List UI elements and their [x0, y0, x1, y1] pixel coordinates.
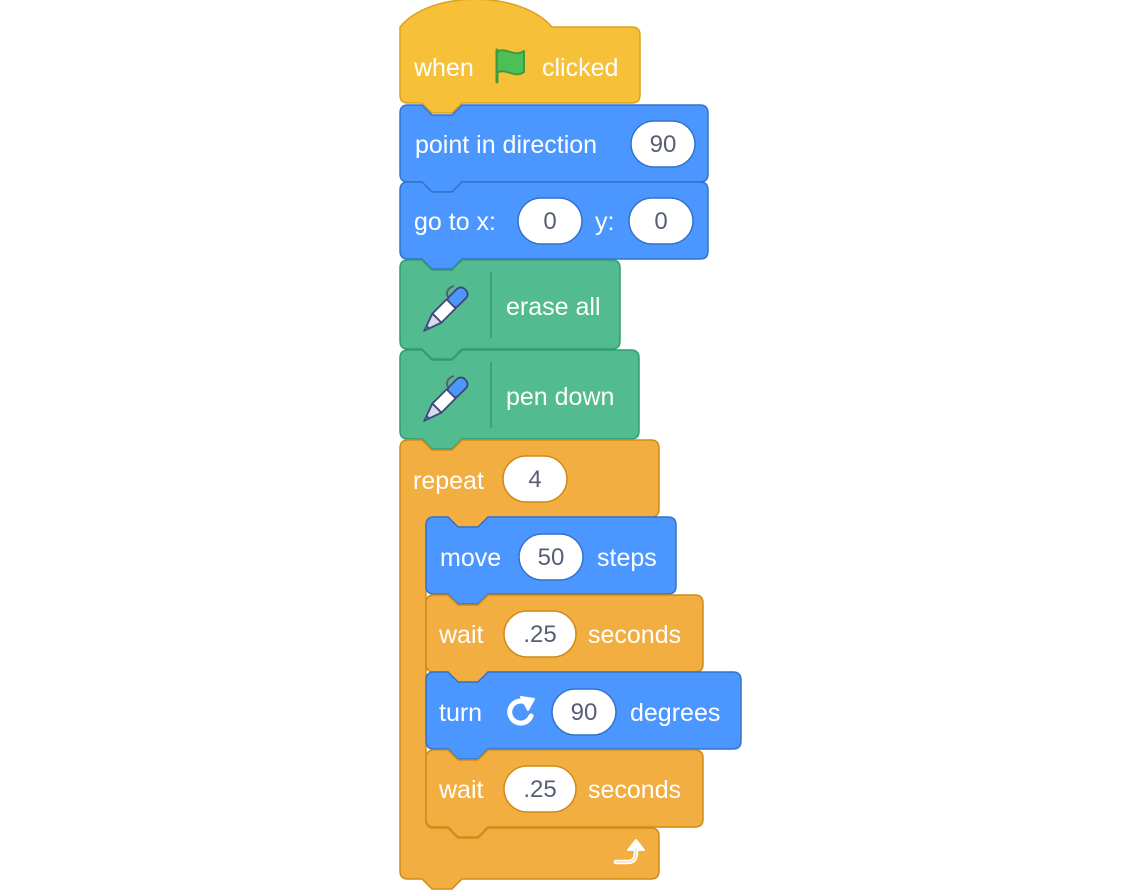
hat-when-label: when: [413, 54, 474, 82]
wait-label: wait: [438, 621, 484, 649]
point-direction-label: point in direction: [415, 131, 597, 159]
point-in-direction-block[interactable]: point in direction 90: [399, 104, 709, 193]
repeat-block[interactable]: repeat 4: [399, 439, 660, 890]
seconds-label: seconds: [588, 621, 681, 649]
move-label: move: [440, 544, 501, 572]
wait-seconds-input[interactable]: .25: [503, 765, 577, 813]
y-input[interactable]: 0: [628, 197, 694, 245]
move-steps-value: 50: [538, 544, 565, 571]
hat-clicked-label: clicked: [542, 54, 618, 82]
wait-seconds-value: .25: [523, 621, 556, 648]
wait-seconds-block-2[interactable]: wait .25 seconds: [425, 749, 704, 838]
go-to-xy-block[interactable]: go to x: 0 y: 0: [399, 181, 709, 270]
x-input[interactable]: 0: [517, 197, 583, 245]
move-steps-input[interactable]: 50: [518, 533, 584, 581]
wait-seconds-block-1[interactable]: wait .25 seconds: [425, 594, 704, 683]
wait-label: wait: [438, 776, 484, 804]
erase-all-block[interactable]: erase all: [399, 259, 621, 360]
hat-block-when-flag-clicked[interactable]: when clicked: [399, 0, 641, 114]
repeat-count-input[interactable]: 4: [502, 455, 568, 503]
direction-value: 90: [650, 131, 677, 158]
turn-degrees-block[interactable]: turn 90 degrees: [425, 671, 742, 760]
rotate-clockwise-icon: [507, 696, 535, 726]
y-label: y:: [595, 208, 614, 236]
turn-label: turn: [439, 699, 482, 727]
turn-degrees-input[interactable]: 90: [551, 688, 617, 736]
degrees-label: degrees: [630, 699, 720, 727]
pen-down-label: pen down: [506, 383, 614, 411]
repeat-count-value: 4: [528, 466, 541, 493]
wait-seconds-input[interactable]: .25: [503, 610, 577, 658]
turn-degrees-value: 90: [571, 699, 598, 726]
x-value: 0: [543, 208, 556, 235]
repeat-label: repeat: [413, 467, 484, 495]
move-steps-block[interactable]: move 50 steps: [425, 516, 677, 605]
erase-all-label: erase all: [506, 293, 601, 321]
loop-arrow-icon: [613, 839, 645, 865]
seconds-label: seconds: [588, 776, 681, 804]
steps-label: steps: [597, 544, 657, 572]
green-flag-icon[interactable]: [495, 48, 525, 84]
pen-down-block[interactable]: pen down: [399, 349, 640, 450]
wait-seconds-value: .25: [523, 776, 556, 803]
go-to-x-label: go to x:: [414, 208, 496, 236]
y-value: 0: [654, 208, 667, 235]
direction-input[interactable]: 90: [630, 120, 696, 168]
